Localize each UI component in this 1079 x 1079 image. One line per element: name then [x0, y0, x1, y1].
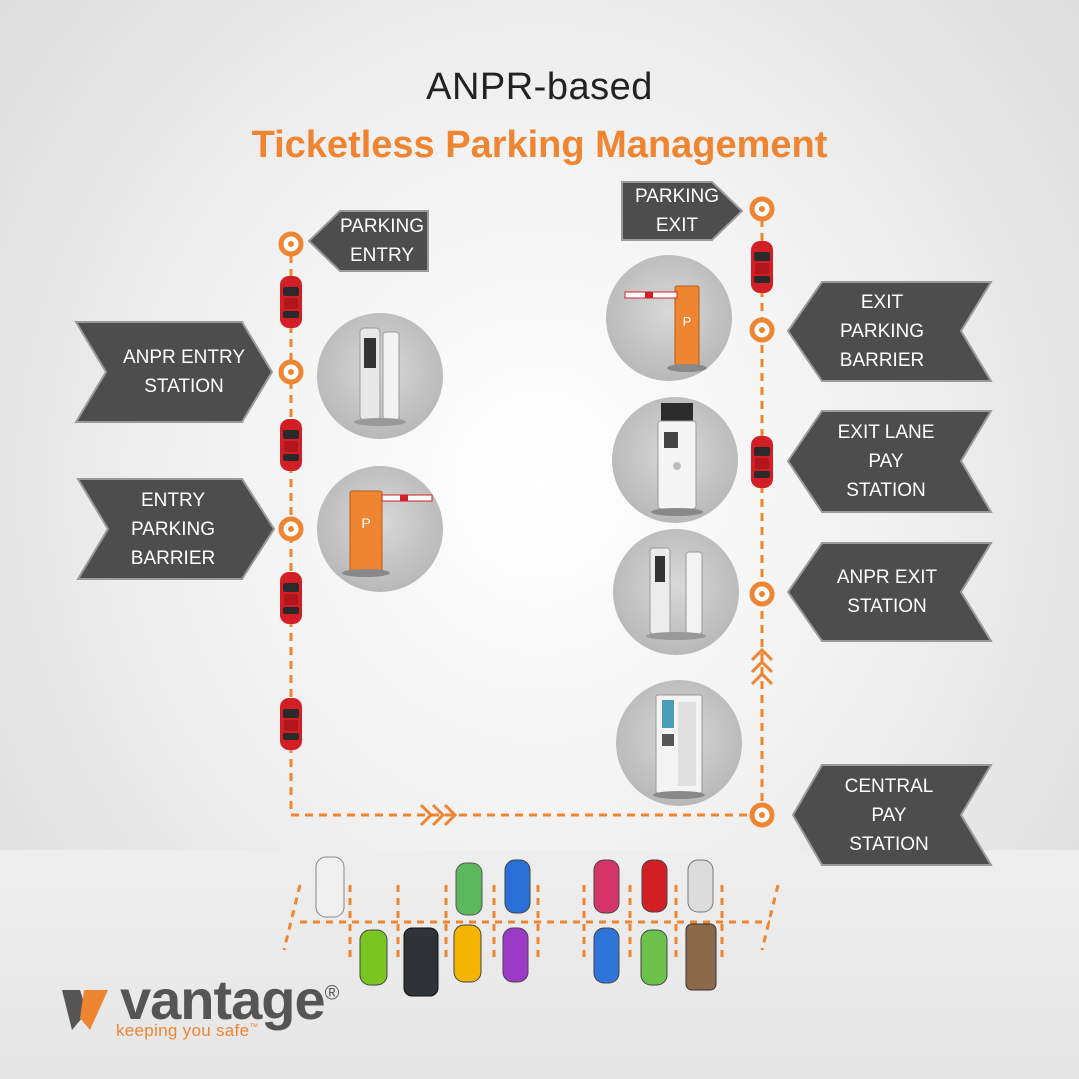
parking-entry-label: PARKING ENTRY	[339, 216, 425, 266]
exit-lane-pay-station-image	[612, 397, 738, 523]
exit-parking-barrier-image: P	[606, 255, 732, 381]
central-pay-station-label: CENTRAL PAY STATION	[844, 775, 934, 855]
car-icon	[751, 241, 773, 293]
anpr-exit-station-image	[613, 529, 739, 655]
car-icon	[593, 927, 620, 984]
car-icon	[641, 859, 668, 913]
vantage-mark-icon	[62, 990, 108, 1030]
anpr-entry-label-shape	[74, 321, 274, 423]
central-pay-station-image	[616, 680, 742, 806]
parking-exit-label: PARKING EXIT	[634, 186, 720, 236]
entry-parking-barrier-image: P	[317, 466, 443, 592]
car-icon	[593, 859, 620, 914]
car-icon	[280, 276, 302, 328]
car-icon	[359, 929, 388, 986]
entry-parking-barrier-label: ENTRY PARKING BARRIER	[130, 489, 216, 569]
direction-arrows-right	[419, 803, 458, 827]
parking-bays	[282, 884, 780, 960]
parking-exit-label-shape	[621, 181, 744, 241]
direction-arrows-up	[750, 647, 774, 686]
car-icon	[640, 929, 668, 986]
logo-tagline: keeping you safe™	[116, 1021, 259, 1040]
car-icon	[751, 436, 773, 488]
car-icon	[315, 856, 345, 918]
anpr-entry-station-label: ANPR ENTRY STATION	[122, 347, 246, 397]
entry-barrier-label-shape	[76, 478, 276, 580]
car-icon	[403, 927, 439, 997]
exit-barrier-label-shape	[786, 281, 993, 382]
anpr-entry-station-image	[317, 313, 443, 439]
car-icon	[502, 927, 529, 983]
parked-cars	[315, 856, 717, 997]
car-icon	[685, 923, 717, 991]
car-icon	[455, 862, 483, 916]
central-pay-label-shape	[791, 764, 993, 866]
title-line2: Ticketless Parking Management	[251, 124, 828, 166]
svg-text:P: P	[683, 314, 692, 329]
svg-text:P: P	[361, 515, 370, 531]
exit-lane-pay-label-shape	[786, 410, 993, 513]
exit-parking-barrier-label: EXIT PARKING BARRIER	[839, 292, 925, 371]
car-icon	[504, 859, 531, 914]
car-icon	[453, 924, 482, 983]
car-icon	[280, 419, 302, 471]
logo-wordmark: vantage®	[120, 968, 339, 1031]
title-line1: ANPR-based	[426, 66, 653, 108]
exit-lane-pay-station-label: EXIT LANE PAY STATION	[837, 422, 935, 501]
car-icon	[687, 859, 714, 913]
car-icon	[280, 572, 302, 624]
car-icon	[280, 698, 302, 750]
parking-entry-label-shape	[307, 210, 429, 272]
anpr-exit-label-shape	[786, 542, 993, 642]
anpr-exit-station-label: ANPR EXIT STATION	[836, 567, 938, 617]
